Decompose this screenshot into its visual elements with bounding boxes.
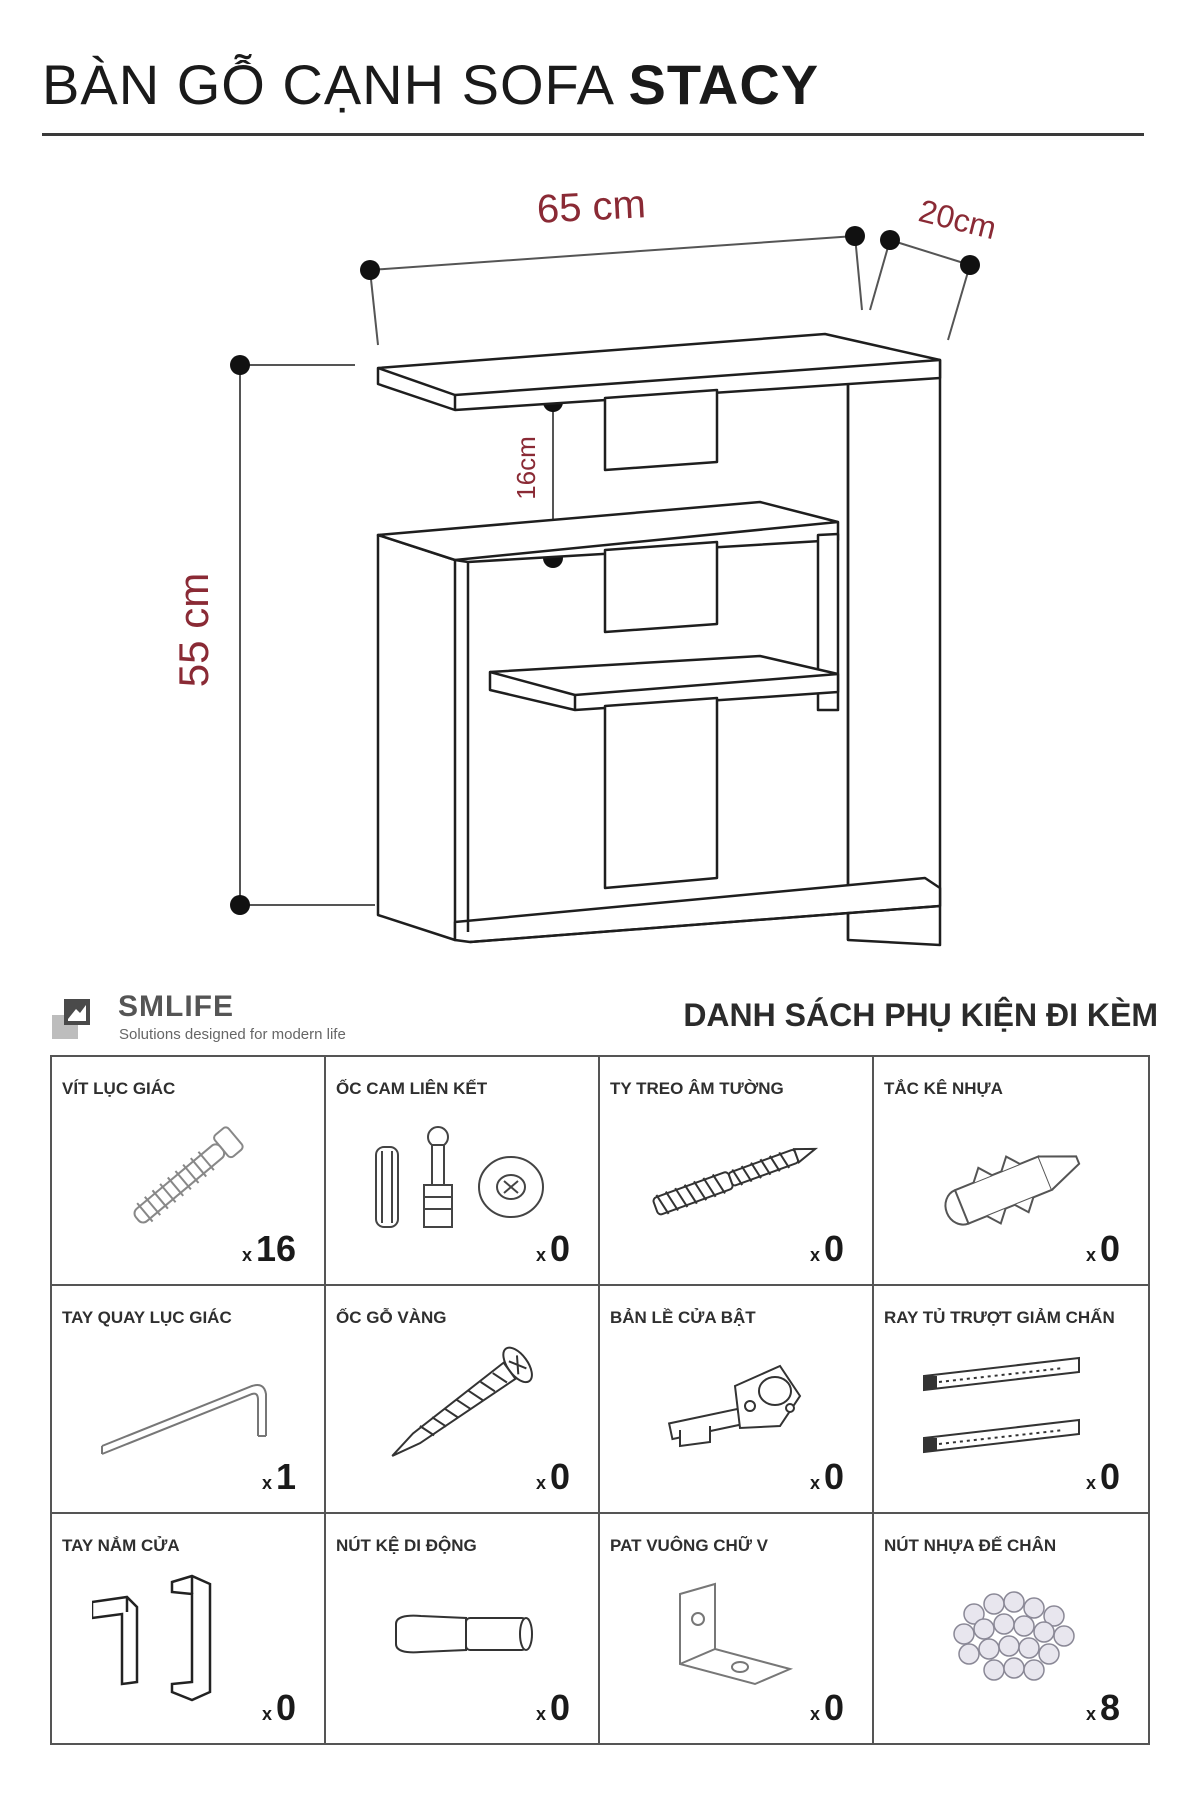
- accessory-label: TAY QUAY LỤC GIÁC: [62, 1307, 232, 1327]
- wall-anchor-bolt-icon: [652, 1147, 819, 1216]
- depth-dimension-label: 20cm: [915, 192, 1000, 246]
- accessory-label: ỐC CAM LIÊN KẾT: [336, 1079, 488, 1098]
- dimension-dot: [845, 226, 865, 246]
- brand-logo: SMLIFE Solutions designed for modern lif…: [52, 990, 412, 1050]
- page-title: BÀN GỖ CẠNH SOFA STACY: [42, 52, 819, 117]
- width-dimension-line: [369, 235, 856, 271]
- height-dimension-label: 55 cm: [170, 573, 217, 687]
- accessories-title: DANH SÁCH PHỤ KIỆN ĐI KÈM: [683, 997, 1158, 1033]
- dimension-dot: [230, 355, 250, 375]
- dimension-dot: [880, 230, 900, 250]
- title-divider: [42, 133, 1144, 136]
- accessory-label: TAY NẮM CỬA: [62, 1536, 180, 1556]
- plastic-anchor-icon: [944, 1155, 1081, 1226]
- shelf-unit: [376, 332, 942, 947]
- brand-mark-icon: [52, 999, 90, 1039]
- accessory-label: BẢN LỀ CỬA BẬT: [610, 1307, 756, 1327]
- brand-tagline: Solutions designed for modern life: [119, 1026, 346, 1043]
- shelf-gap-dimension-label: 16cm: [511, 436, 541, 500]
- door-handle-icon: [92, 1574, 212, 1702]
- accessory-label: TY TREO ÂM TƯỜNG: [610, 1079, 784, 1098]
- hinge-icon: [667, 1364, 802, 1447]
- brand-name: SMLIFE: [118, 990, 234, 1023]
- accessory-label: NÚT KỆ DI ĐỘNG: [336, 1536, 477, 1556]
- width-extension-left: [369, 269, 379, 346]
- width-dimension-label: 65 cm: [536, 182, 647, 232]
- hex-screw-icon: [133, 1126, 244, 1224]
- width-extension-right: [854, 235, 863, 311]
- accessory-label: ỐC GỖ VÀNG: [336, 1307, 447, 1327]
- accessory-label: TẮC KÊ NHỰA: [884, 1079, 1003, 1098]
- shelf-pin-icon: [395, 1615, 533, 1654]
- plastic-feet-icon: [953, 1591, 1075, 1682]
- dimension-dot: [360, 260, 380, 280]
- drawer-slide-icon: [923, 1356, 1080, 1453]
- allen-key-icon: [101, 1383, 267, 1455]
- accessory-label: VÍT LỤC GIÁC: [62, 1079, 176, 1098]
- depth-dimension-line: [889, 239, 971, 266]
- dimension-dot: [960, 255, 980, 275]
- depth-extension-right: [947, 264, 971, 341]
- accessory-label: NÚT NHỰA ĐẾ CHÂN: [884, 1536, 1057, 1556]
- dimension-dot: [230, 895, 250, 915]
- title-bold: STACY: [628, 53, 820, 116]
- accessory-label: RAY TỦ TRƯỢT GIẢM CHẤN: [884, 1307, 1115, 1327]
- accessory-label: PAT VUÔNG CHỮ V: [610, 1536, 768, 1556]
- shelf-dimension-drawing: 65 cm 20cm 55 cm 16cm: [170, 182, 1000, 947]
- title-regular: BÀN GỖ CẠNH SOFA: [42, 53, 612, 116]
- depth-extension-left: [869, 239, 891, 311]
- cam-lock-icon: [375, 1126, 544, 1228]
- wood-screw-icon: [391, 1346, 533, 1457]
- angle-bracket-icon: [679, 1583, 794, 1686]
